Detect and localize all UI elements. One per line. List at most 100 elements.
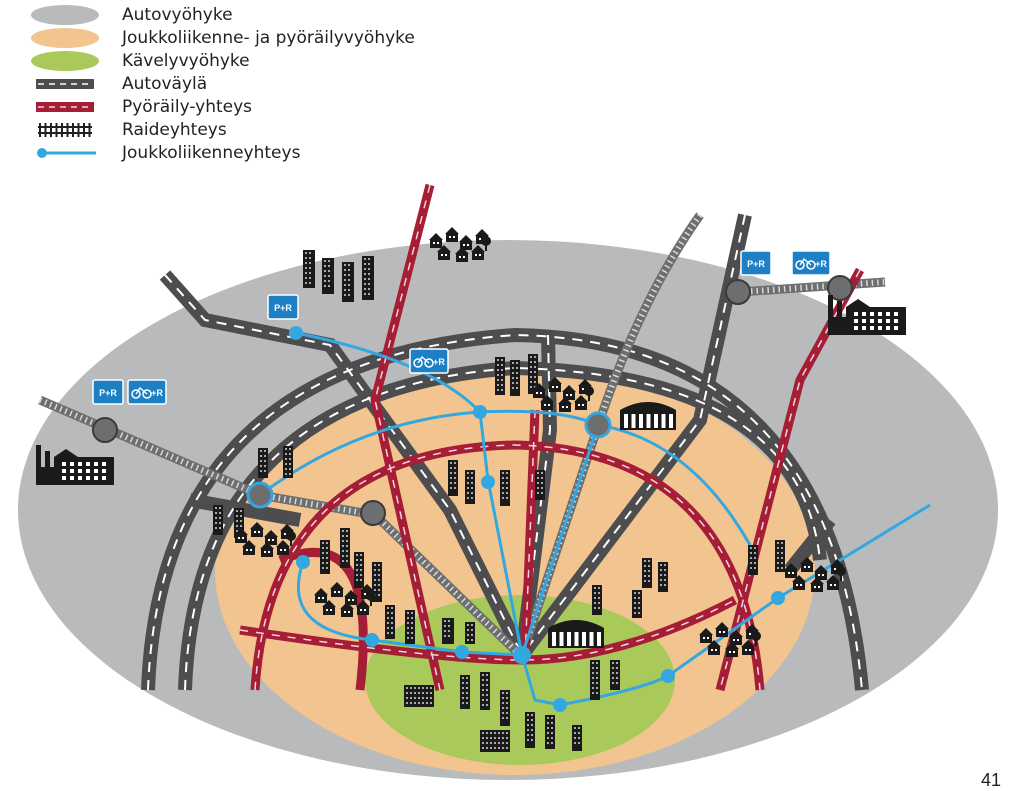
apartment-block-icon (283, 446, 293, 478)
apartment-block-icon (525, 712, 535, 748)
apartment-block-icon (362, 256, 374, 300)
transit-stop (513, 646, 531, 664)
apartment-block-icon (320, 540, 330, 574)
apartment-block-icon (510, 360, 520, 396)
apartment-block-icon (460, 675, 470, 709)
detached-houses-icon (784, 557, 846, 592)
apartment-block-icon (500, 470, 510, 506)
apartment-block-icon (322, 258, 334, 294)
apartment-block-icon (572, 725, 582, 751)
transit-stop (553, 698, 567, 712)
factory-icon (828, 295, 906, 335)
apartment-block-icon (342, 262, 354, 302)
badge-label: +R (433, 357, 445, 367)
ellipse-orange-icon (30, 27, 100, 49)
apartment-block-icon (632, 590, 642, 618)
page-number: 41 (980, 770, 1001, 790)
badge-label: P+R (747, 259, 765, 269)
transit-stop (661, 669, 675, 683)
apartment-block-icon (480, 672, 490, 710)
apartment-block-icon (642, 558, 652, 588)
detached-houses-icon (234, 522, 296, 557)
park-ride-layer: P+R +R P+R +R P+R +R (92, 250, 831, 405)
road-west-spur (188, 493, 302, 527)
office-building-icon (404, 685, 434, 707)
transit-line-icon (30, 142, 100, 164)
ellipse-green-icon (30, 50, 100, 72)
apartment-block-icon (500, 690, 510, 726)
apartment-block-icon (658, 562, 668, 592)
legend-label: Pyöräily-yhteys (122, 97, 253, 117)
legend-label: Autovyöhyke (122, 5, 233, 25)
rail-station (360, 500, 386, 526)
apartment-block-icon (448, 460, 458, 496)
apartment-block-icon (385, 605, 395, 639)
factory-icon (36, 445, 114, 485)
legend-item-car-zone: Autovyöhyke (30, 4, 450, 26)
transit-stop (455, 645, 469, 659)
park-and-ride-badge: P+R (92, 379, 124, 405)
apartment-block-icon (535, 470, 545, 500)
apartment-block-icon (590, 660, 600, 700)
apartment-block-icon (465, 470, 475, 504)
rail-station (827, 275, 853, 301)
apartment-block-icon (442, 618, 454, 644)
building-layer (36, 227, 906, 752)
badge-label: +R (815, 259, 827, 269)
apartment-block-icon (495, 357, 505, 395)
apartment-block-icon (545, 715, 555, 749)
legend-item-cycle: Pyöräily-yhteys (30, 96, 450, 118)
bike-and-ride-badge: +R (791, 250, 831, 276)
apartment-block-icon (354, 552, 364, 588)
rail-station (725, 279, 751, 305)
transit-stop (289, 326, 303, 340)
rail-station (584, 411, 612, 439)
apartment-block-icon (610, 660, 620, 690)
apartment-block-icon (340, 528, 350, 568)
park-and-ride-badge: P+R (740, 250, 772, 276)
apartment-block-icon (303, 250, 315, 288)
detached-houses-icon (314, 582, 376, 617)
detached-houses-icon (429, 227, 491, 262)
bike-and-ride-badge: +R (127, 379, 167, 405)
legend-item-transit-zone: Joukkoliikenne- ja pyöräilyvyöhyke (30, 27, 450, 49)
apartment-block-icon (748, 545, 758, 575)
road-east-spur (784, 515, 836, 575)
apartment-block-icon (213, 505, 223, 535)
rail-station (92, 417, 118, 443)
transit-ring (259, 409, 752, 546)
rail-station (246, 481, 274, 509)
legend-label: Raideyhteys (122, 120, 227, 140)
cycle-dash-icon (30, 96, 100, 118)
rail-layer (38, 212, 886, 659)
office-building-icon (480, 730, 510, 752)
apartment-block-icon (465, 622, 475, 644)
legend-label: Joukkoliikenneyhteys (122, 143, 301, 163)
transit-spur (520, 424, 600, 656)
badge-label: P+R (99, 388, 117, 398)
legend-item-rail: Raideyhteys (30, 119, 450, 141)
transit-stop (771, 591, 785, 605)
shopping-centre-icon (548, 620, 604, 648)
apartment-block-icon (258, 448, 268, 478)
apartment-block-icon (405, 610, 415, 644)
shopping-centre-icon (620, 402, 676, 430)
legend-label: Joukkoliikenne- ja pyöräilyvyöhyke (122, 28, 415, 48)
station-layer (92, 275, 853, 712)
ellipse-gray-icon (30, 4, 100, 26)
legend-item-transit: Joukkoliikenneyhteys (30, 142, 450, 164)
legend-item-road: Autoväylä (30, 73, 450, 95)
detached-houses-icon (699, 622, 761, 657)
apartment-block-icon (592, 585, 602, 615)
transit-stop (296, 555, 310, 569)
badge-label: P+R (274, 303, 292, 313)
park-and-ride-badge: P+R (267, 294, 299, 320)
rail-track-icon (30, 119, 100, 141)
bike-and-ride-badge: +R (409, 348, 449, 374)
transit-stop (473, 405, 487, 419)
apartment-block-icon (775, 540, 785, 572)
legend-item-walk-zone: Kävelyvyöhyke (30, 50, 450, 72)
badge-label: +R (151, 388, 163, 398)
legend-label: Kävelyvyöhyke (122, 51, 250, 71)
